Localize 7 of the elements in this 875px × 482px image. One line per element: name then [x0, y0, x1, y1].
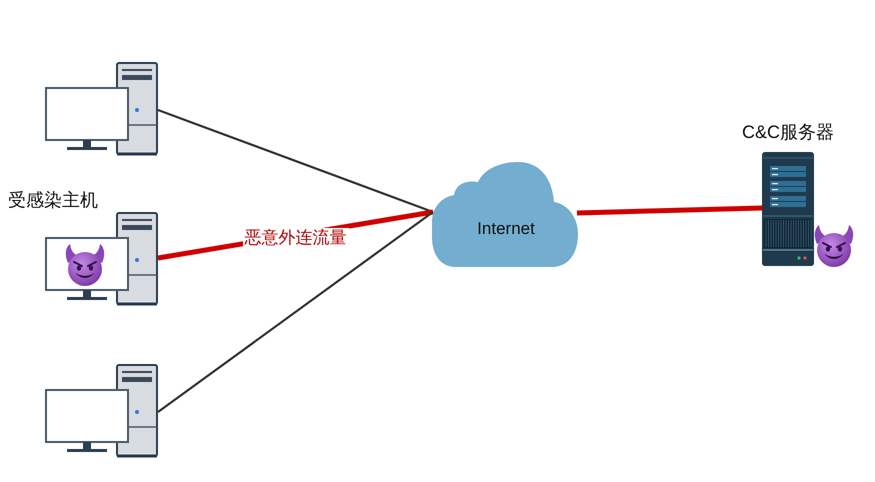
node-caption: 受感染主机: [8, 190, 98, 210]
edge-label: 恶意外连流量: [242, 228, 348, 248]
connection-line: [158, 108, 434, 214]
node-caption: C&C服务器: [742, 122, 834, 142]
connection-line: [576, 206, 762, 216]
connection-line: [157, 211, 434, 413]
node-label: Internet: [477, 219, 535, 239]
